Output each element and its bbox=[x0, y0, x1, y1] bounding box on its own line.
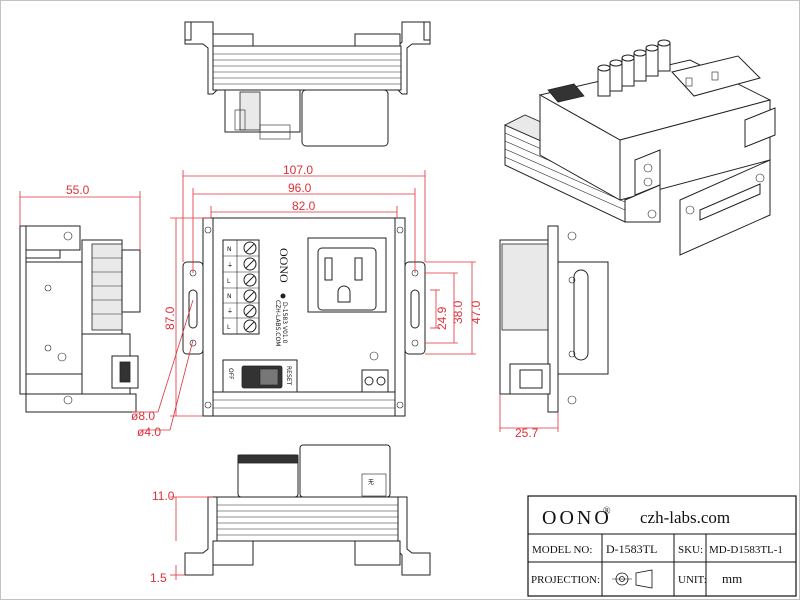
right-side-view bbox=[499, 225, 609, 413]
terminal-screws bbox=[243, 241, 257, 333]
iso-terminals bbox=[597, 39, 671, 97]
dim-mounting-width: 96.0 bbox=[288, 181, 312, 195]
isometric-view bbox=[504, 39, 776, 256]
dim-height: 87.0 bbox=[163, 306, 177, 330]
left-side-view bbox=[19, 225, 141, 413]
status-led bbox=[280, 293, 286, 299]
terminal-label-n2: N bbox=[227, 293, 232, 300]
title-website: czh-labs.com bbox=[640, 508, 730, 527]
dim-right-depth: 25.7 bbox=[515, 426, 539, 440]
model-label: MODEL NO: bbox=[532, 544, 592, 556]
device-brand-vertical: OONO bbox=[277, 248, 291, 283]
reset-label: RESET bbox=[285, 366, 292, 386]
top-view bbox=[184, 21, 431, 147]
terminal-label-l1: L bbox=[227, 278, 231, 285]
terminal-label-gnd2: ⏚ bbox=[227, 308, 233, 315]
front-view: N ⏚ L N ⏚ L OONO D-1583 V01.0 CZH-LABS.C… bbox=[182, 217, 426, 417]
dim-bottom-depth: 11.0 bbox=[152, 489, 175, 503]
dim-overall-width: 107.0 bbox=[283, 163, 313, 177]
unit-value: mm bbox=[722, 571, 742, 586]
dim-hole-large: ø8.0 bbox=[131, 409, 155, 423]
off-label: OFF bbox=[227, 368, 234, 380]
dim-bottom-thickness: 1.5 bbox=[150, 571, 167, 585]
dim-hole-small: ø4.0 bbox=[137, 425, 161, 439]
device-spec-vertical: CZH-LABS.COM bbox=[274, 300, 281, 346]
unit-label: UNIT: bbox=[678, 574, 707, 586]
sku-label: SKU: bbox=[678, 544, 703, 556]
dimension-lines: 107.0 96.0 82.0 55.0 87.0 24.9 38.0 47.0 bbox=[19, 163, 559, 585]
sku-value: MD-D1583TL-1 bbox=[709, 544, 783, 556]
terminal-label-n1: N bbox=[227, 246, 232, 253]
title-block: OONO ® czh-labs.com MODEL NO: D-1583TL S… bbox=[527, 495, 797, 597]
dim-body-width: 82.0 bbox=[292, 199, 316, 213]
title-brand-mark: ® bbox=[603, 506, 611, 517]
terminal-label-gnd1: ⏚ bbox=[227, 262, 233, 269]
model-value: D-1583TL bbox=[606, 542, 657, 556]
projection-label: PROJECTION: bbox=[531, 574, 600, 586]
dim-right-height: 47.0 bbox=[469, 300, 483, 324]
bottom-view: 无 bbox=[184, 444, 431, 576]
dim-side-depth: 55.0 bbox=[66, 183, 90, 197]
device-model-vertical: D-1583 V01.0 bbox=[281, 302, 288, 344]
title-brand: OONO bbox=[542, 507, 612, 529]
terminal-label-l2: L bbox=[227, 324, 231, 331]
dim-slot-height: 24.9 bbox=[435, 306, 449, 330]
bottom-tag: 无 bbox=[368, 479, 374, 486]
projection-symbol-icon bbox=[612, 569, 653, 589]
dim-slot-pitch: 38.0 bbox=[451, 300, 465, 324]
